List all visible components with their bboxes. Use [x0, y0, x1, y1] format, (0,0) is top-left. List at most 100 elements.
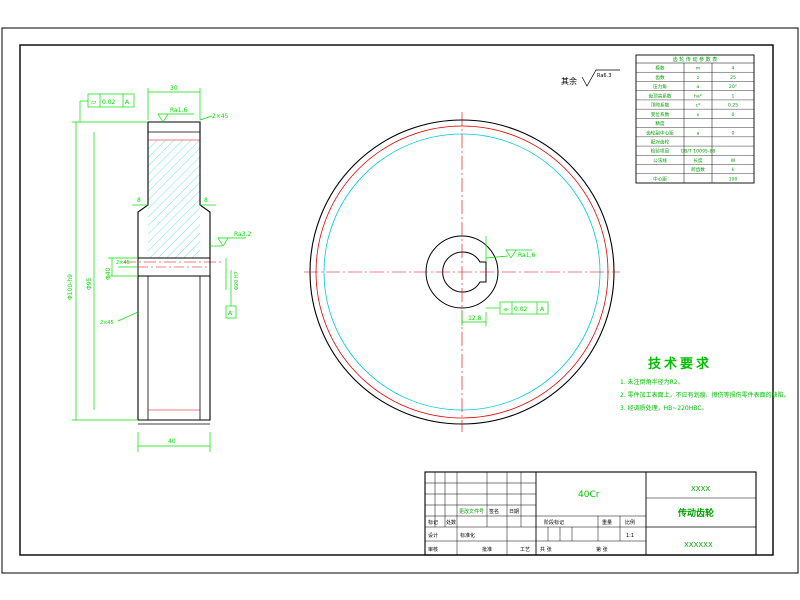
tb-company: XXXX [691, 485, 710, 493]
lower-body-outline [137, 276, 211, 421]
hub-dim-left-text: 8 [137, 197, 141, 204]
param-cell: 公法线 [653, 157, 667, 164]
param-cell: GB/T 10095-88 [681, 149, 716, 155]
symmetry-symbol: ⌯ [503, 305, 509, 313]
param-cell: 精度 [655, 120, 665, 127]
param-cell: m [696, 67, 701, 72]
front-view [304, 112, 620, 432]
roughness-bore-text: Ra1.6 [518, 252, 535, 259]
param-cell: 配对齿轮 [651, 138, 670, 145]
param-cell: 20° [729, 84, 737, 90]
param-cell: W [731, 158, 736, 164]
root-diameter-text: Φ95 [86, 277, 93, 290]
tb-label-weight: 重量 [602, 519, 612, 526]
tb-label-design: 设计 [428, 532, 438, 539]
param-cell: 变位系数 [651, 111, 670, 118]
tb-label-signature: 签名 [489, 508, 499, 515]
rest-roughness-value: Ra6.3 [597, 73, 611, 79]
param-cell: c* [696, 103, 702, 109]
rest-roughness-prefix: 其余 [561, 76, 577, 86]
tb-label-change-doc: 更改文件号 [459, 508, 484, 515]
param-cell: a [697, 131, 700, 136]
section-view [124, 121, 224, 425]
tb-label-standardize: 标准化 [460, 532, 475, 539]
front-dimension-text: Ra1.6 12.8 ⌯ 0.02 A [468, 252, 545, 322]
tb-label-sheet-no: 第 张 [596, 546, 608, 553]
param-cell: ha* [694, 93, 703, 99]
title-block-border [424, 471, 757, 556]
param-cell: 跨齿数 [691, 166, 705, 173]
tb-label-review: 审核 [428, 546, 438, 553]
width-dim-text: 30 [170, 85, 178, 92]
section-dimension-text: ⏥ 0.02 A 30 Ra1.6 2×45 8 8 Ra3.2 A 2×45 … [67, 85, 251, 445]
tb-label-scale: 比例 [625, 519, 635, 526]
flatness-symbol: ⏥ [91, 98, 97, 106]
hub-width-dim-text: 40 [168, 438, 176, 445]
outer-diameter-text: Φ100-h9 [67, 274, 74, 300]
title-block [424, 471, 757, 556]
tb-label-sheets: 共 张 [540, 546, 552, 553]
param-cell: 0.25 [728, 103, 738, 109]
tb-label-process: 工艺 [520, 547, 530, 553]
param-cell: x [697, 113, 700, 118]
param-cell: 齿数 [655, 74, 665, 81]
tb-label-approve: 批准 [482, 546, 492, 553]
flatness-datum: A [125, 99, 130, 106]
bore-fit-text: Φ20 H7 [234, 271, 240, 290]
outer-frame [1, 27, 799, 574]
symmetry-datum-text: A [540, 306, 545, 313]
roughness-right-text: Ra3.2 [234, 231, 251, 238]
param-cell: k [732, 167, 735, 173]
param-cell: 1 [732, 93, 735, 99]
parameter-table: 齿 轮 传 动 参 数 表 模数 m 4 齿数 z 25 压力角 α 20° 齿顶高系数 ha* 1 顶… [635, 54, 755, 184]
chamfer-bottom-text: 2×45 [100, 320, 114, 326]
param-cell: z [697, 76, 700, 81]
technical-notes: 技术要求 1. 未注倒角半径为R2。 2. 零件加工表面上，不应有划痕、擦伤等损… [620, 356, 790, 412]
param-cell: α [696, 85, 699, 90]
param-cell: 长度 [693, 157, 703, 164]
rest-roughness-symbol [581, 69, 620, 87]
tech-note-3: 3. 经调质处理，HB~220HBC。 [620, 404, 707, 412]
param-cell: 0 [732, 130, 735, 136]
tech-note-2: 2. 零件加工表面上，不应有划痕、擦伤等损伤零件表面的缺陷。 [620, 391, 790, 399]
section-dimensions [72, 88, 246, 452]
param-cell: 检验项目 [651, 148, 669, 155]
param-cell: 压力角 [653, 83, 667, 90]
param-cell: 100 [729, 176, 738, 182]
param-table-border [635, 54, 755, 184]
rest-roughness-note: 其余 Ra6.3 [561, 69, 620, 87]
param-table-rows: 模数 m 4 齿数 z 25 压力角 α 20° 齿顶高系数 ha* 1 顶隙系数 c* 0.25 变位系数 x… [636, 65, 754, 182]
tb-label-date: 日期 [509, 509, 519, 515]
bore-with-keyway [442, 251, 487, 293]
tb-scale-value: 1:1 [626, 533, 634, 539]
flatness-value: 0.02 [102, 99, 116, 106]
tech-notes-heading: 技术要求 [648, 356, 712, 372]
front-dimensions [461, 236, 549, 326]
keyway-dim-text: 12.8 [468, 315, 482, 322]
bore-diameter-text: Φ40 [105, 267, 112, 280]
param-cell: 模数 [655, 65, 665, 72]
param-cell: 中心距 [653, 175, 667, 182]
param-table-title: 齿 轮 传 动 参 数 表 [673, 56, 718, 63]
inner-frame [19, 44, 774, 556]
chamfer-bore-text: 2×45 [116, 260, 130, 266]
tech-note-1: 1. 未注倒角半径为R2。 [620, 378, 684, 386]
param-cell: 0 [732, 112, 735, 118]
param-cell: 齿顶高系数 [649, 92, 672, 99]
roughness-top-text: Ra1.6 [170, 107, 187, 114]
title-block-text: 标记 处数 更改文件号 签名 日期 设计 标准化 审核 批准 阶段标记 重量 比… [428, 485, 714, 553]
tb-drawing-no: XXXXXX [684, 541, 713, 549]
tb-label-zones: 处数 [446, 519, 456, 526]
tb-label-marks: 标记 [428, 519, 438, 526]
param-cell: 4 [732, 66, 735, 72]
param-cell: 25 [730, 75, 736, 81]
param-cell: 齿轮副中心距 [646, 129, 674, 136]
chamfer-top-text: 2×45 [212, 113, 229, 120]
tb-part-name: 传动齿轮 [677, 507, 714, 519]
symmetry-tol-text: 0.02 [514, 306, 528, 313]
param-cell: 顶隙系数 [651, 102, 670, 109]
section-hatch [148, 140, 200, 258]
datum-label-text: A [228, 310, 233, 317]
tb-material: 40Cr [578, 490, 600, 500]
